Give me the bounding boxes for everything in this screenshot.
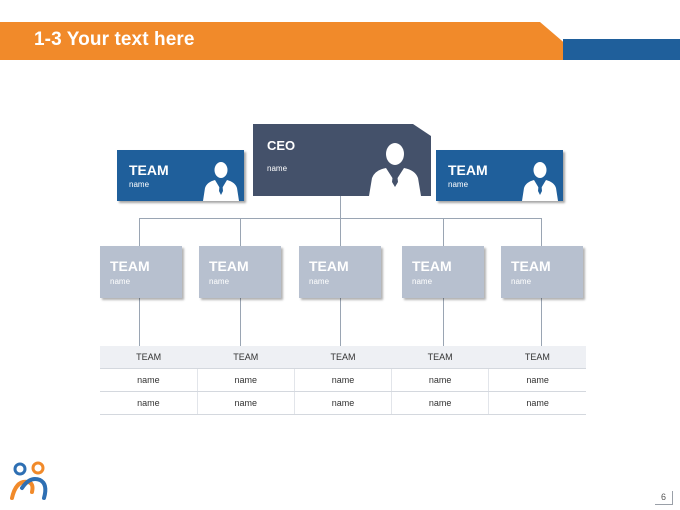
people-logo-icon [10, 461, 48, 500]
team-title: TEAM [110, 258, 150, 274]
table-cell: name [293, 391, 392, 415]
table-cell: name [488, 391, 586, 415]
team-box-5: TEAM name [501, 246, 583, 298]
team-title: TEAM [309, 258, 349, 274]
table-row: name name name name name [100, 368, 586, 392]
person-icon [369, 143, 421, 196]
team-title: TEAM [448, 162, 488, 178]
header-banner [0, 22, 568, 60]
team-title: TEAM [209, 258, 249, 274]
table-header-cell: TEAM [100, 346, 198, 369]
table-row: name name name name name [100, 391, 586, 415]
team-title: TEAM [129, 162, 169, 178]
table-cell: name [100, 391, 198, 415]
table-cell: name [196, 368, 295, 392]
table-header-cell: TEAM [488, 346, 586, 369]
person-icon [203, 162, 239, 201]
table-cell: name [391, 368, 489, 392]
team-box-4: TEAM name [402, 246, 484, 298]
table-cell: name [293, 368, 392, 392]
team-box-3: TEAM name [299, 246, 381, 298]
team-table: TEAM TEAM TEAM TEAM TEAM name name name … [100, 346, 586, 415]
team-name: name [129, 180, 150, 189]
team-box-right: TEAM name [436, 150, 563, 201]
person-icon [522, 162, 558, 201]
connector-ceo-vertical [340, 196, 341, 219]
team-box-left: TEAM name [117, 150, 244, 201]
team-title: TEAM [412, 258, 452, 274]
header-accent-bar [563, 39, 680, 60]
team-name: name [309, 277, 330, 286]
ceo-name: name [267, 164, 288, 173]
table-header-row: TEAM TEAM TEAM TEAM TEAM [100, 346, 586, 369]
table-header-cell: TEAM [294, 346, 392, 369]
table-header-cell: TEAM [391, 346, 489, 369]
table-cell: name [100, 368, 198, 392]
page-title: 1-3 Your text here [34, 29, 195, 50]
team-name: name [448, 180, 469, 189]
table-cell: name [196, 391, 295, 415]
team-name: name [511, 277, 532, 286]
ceo-title: CEO [267, 138, 296, 153]
team-title: TEAM [511, 258, 551, 274]
table-cell: name [391, 391, 489, 415]
team-name: name [110, 277, 131, 286]
team-name: name [209, 277, 230, 286]
team-box-2: TEAM name [199, 246, 281, 298]
table-header-cell: TEAM [197, 346, 295, 369]
team-box-1: TEAM name [100, 246, 182, 298]
team-name: name [412, 277, 433, 286]
page-number: 6 [655, 491, 673, 505]
ceo-box: CEO name [253, 124, 431, 196]
table-cell: name [488, 368, 586, 392]
